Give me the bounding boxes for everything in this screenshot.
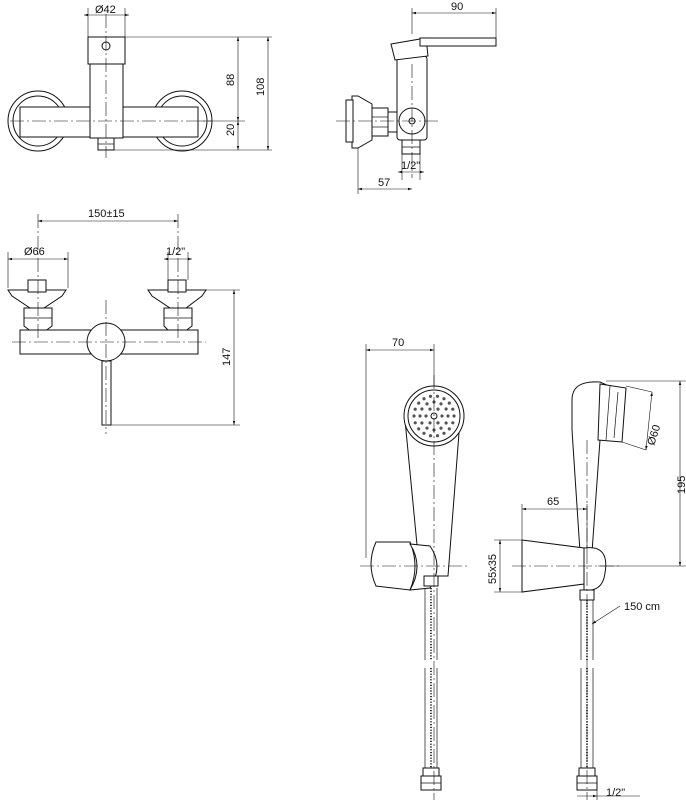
cartridge-cap [87,36,126,65]
side-wall-flange [351,95,373,149]
dim-width-70: 70 [392,337,404,349]
spray-hole [442,431,446,435]
mixer-front-view: Ø42 88 20 108 [7,4,272,158]
spray-hole [444,421,448,425]
hand-shower-side-view: Ø60 195 65 55x35 150 cm 1/2" [487,380,686,800]
dim-bracket-65: 65 [547,496,559,508]
spray-hole [435,434,440,438]
spray-hole [417,427,421,431]
spray-hole [428,434,433,438]
dim-length-195: 195 [676,476,686,494]
spray-hole [420,407,424,411]
side-cap [390,37,429,61]
spray-hole [422,431,426,435]
mixer-top-view: 150±15 Ø66 1/2" 147 [7,208,240,434]
spray-hole [447,427,451,431]
spray-hole [413,421,417,425]
spray-hole [418,414,422,418]
spray-hole [436,407,440,411]
spray-hole [452,414,456,418]
side-nut [371,107,389,137]
dim-top-thread: 1/2" [166,246,185,258]
right-top-flange [147,289,207,309]
spray-hole [428,394,433,398]
spray-hole [451,421,455,425]
spray-hole [444,407,448,411]
spray-hole [422,397,426,401]
dim-height-88: 88 [225,74,237,86]
shower-head-side [597,383,627,443]
dim-offset-20: 20 [225,124,237,136]
dim-height-108: 108 [255,78,267,96]
spray-hole [436,421,440,425]
spray-hole [428,407,432,411]
spray-hole [447,401,451,405]
spray-hole [424,414,428,418]
spray-hole [428,421,432,425]
spray-hole [446,414,450,418]
dim-bracket-size: 55x35 [487,554,499,584]
left-top-flange [7,289,67,309]
spray-hole [413,407,417,411]
dim-center-distance: 150±15 [88,208,125,220]
spray-hole [442,397,446,401]
spray-hole [435,394,440,398]
spray-hole [425,426,429,430]
spray-hole [451,407,455,411]
spray-hole [440,414,444,418]
dim-depth-57: 57 [378,177,390,189]
spray-hole [412,414,416,418]
dim-hose-thread: 1/2" [606,787,625,799]
spray-hole [439,402,443,406]
dim-body-diameter: Ø42 [95,4,116,16]
spray-hole [425,402,429,406]
spray-hole [417,401,421,405]
dim-flange-diameter: Ø66 [24,246,45,258]
dim-height-147: 147 [221,348,233,366]
spray-hole [439,426,443,430]
side-lever-handle [419,37,497,47]
spray-hole [420,421,424,425]
top-lever [101,360,112,426]
cartridge-body [89,61,124,139]
hand-shower-front-view: 70 [360,337,470,800]
dim-hose-length: 150 cm [624,601,660,613]
mixer-side-view: 90 1/2" 57 [336,1,497,194]
dim-side-thread: 1/2" [401,160,420,172]
dim-lever-90: 90 [451,1,463,13]
